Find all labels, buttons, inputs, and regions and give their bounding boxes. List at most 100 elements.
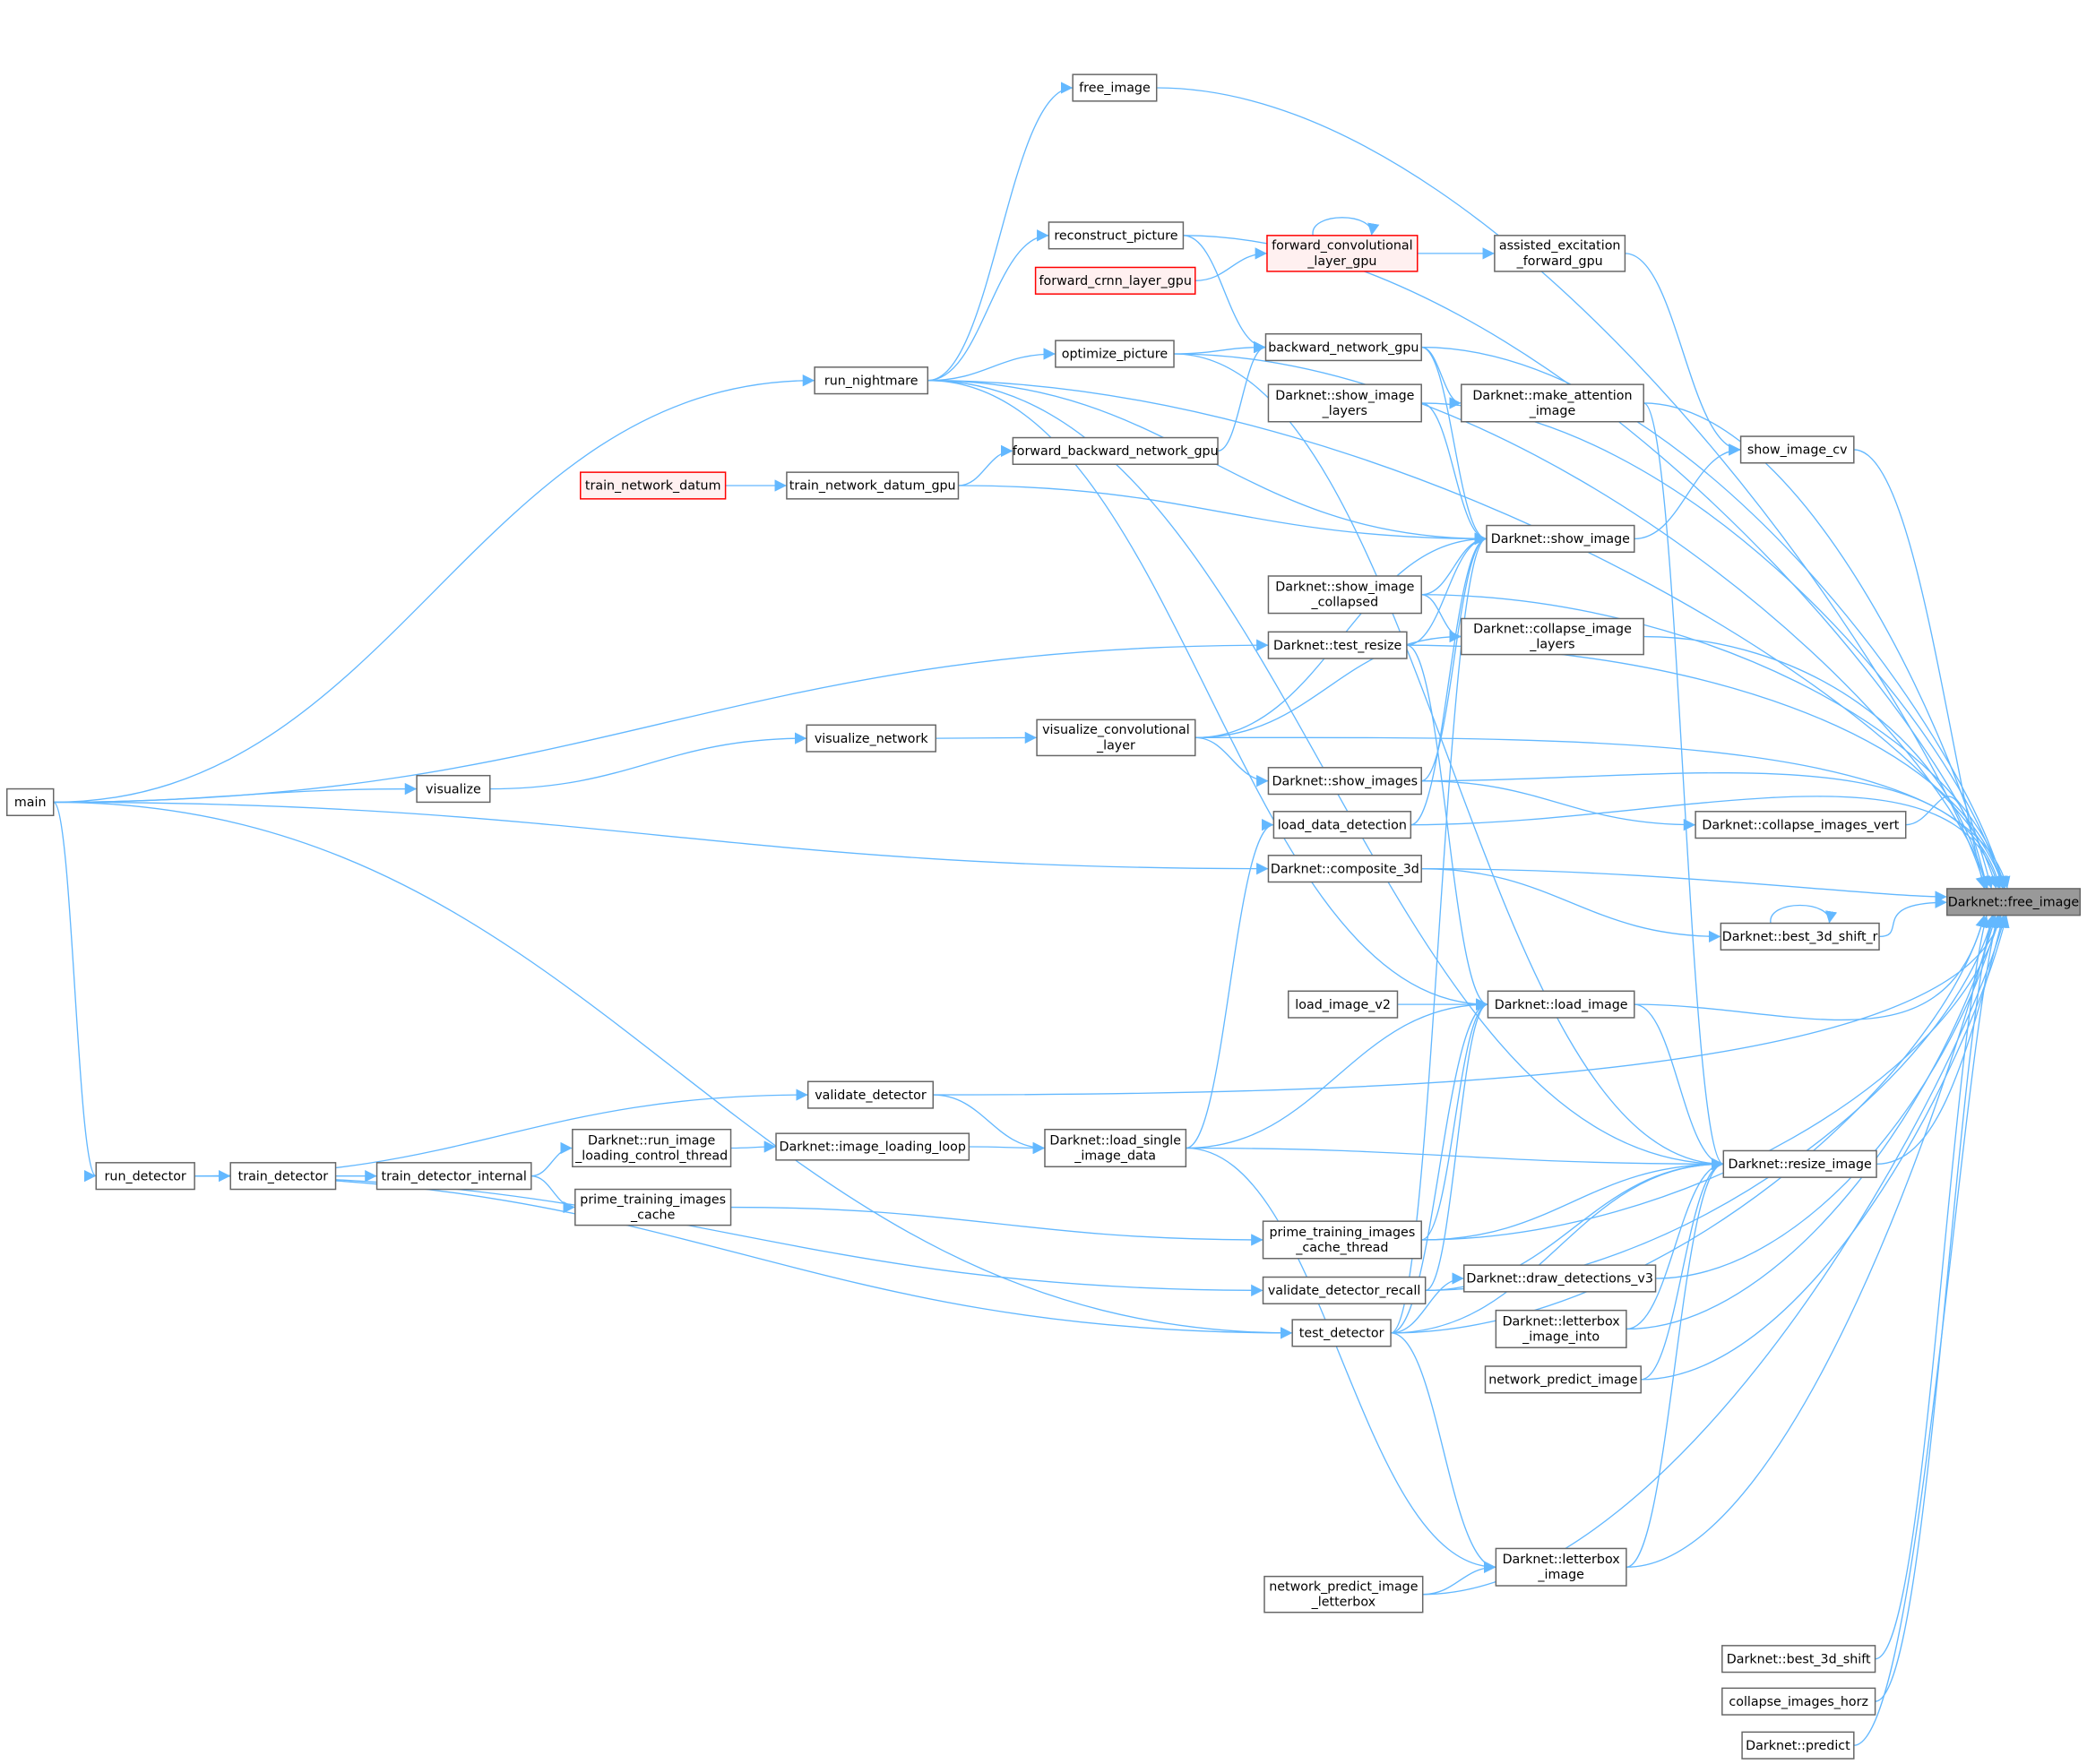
function-node[interactable]: train_network_datum_gpu xyxy=(786,471,960,500)
node-box xyxy=(1267,383,1422,423)
function-node[interactable]: run_detector xyxy=(95,1162,195,1191)
function-node[interactable]: optimize_picture xyxy=(1055,340,1175,368)
node-box xyxy=(1487,990,1635,1019)
function-node[interactable]: load_data_detection xyxy=(1272,811,1412,839)
node-box xyxy=(1262,1220,1422,1260)
function-node[interactable]: Darknet::resize_image xyxy=(1722,1149,1877,1178)
call-edge xyxy=(1421,998,1488,1241)
function-node[interactable]: prime_training_images_cache_thread xyxy=(1262,1220,1422,1260)
function-node[interactable]: forward_crnn_layer_gpu xyxy=(1034,266,1196,295)
function-node[interactable]: test_detector xyxy=(1291,1319,1392,1347)
call-edge xyxy=(927,380,1488,1011)
node-label: run_detector xyxy=(105,1169,186,1183)
node-box xyxy=(1722,1149,1877,1178)
node-label: _layer xyxy=(1096,738,1135,753)
function-node[interactable]: main xyxy=(6,787,55,816)
function-node[interactable]: Darknet::collapse_image_layers xyxy=(1461,617,1644,656)
call-edge xyxy=(1421,779,1696,831)
call-edge xyxy=(1626,1157,1724,1568)
node-label: validate_detector xyxy=(815,1089,927,1103)
node-box xyxy=(1461,383,1644,423)
function-node[interactable]: Darknet::show_image xyxy=(1486,524,1635,553)
function-node[interactable]: validate_detector_recall xyxy=(1262,1276,1427,1304)
function-node[interactable]: Darknet::composite_3d xyxy=(1267,855,1422,883)
function-node[interactable]: network_predict_image xyxy=(1484,1365,1642,1394)
root-node[interactable]: Darknet::free_image xyxy=(1946,888,2081,916)
function-node[interactable]: Darknet::make_attention_image xyxy=(1461,383,1644,423)
function-node[interactable]: validate_detector xyxy=(806,1080,934,1109)
node-label: Darknet::make_attention xyxy=(1472,389,1632,403)
call-edge xyxy=(1186,1147,1496,1573)
function-node[interactable]: show_image_cv xyxy=(1739,435,1855,464)
node-label: Darknet::best_3d_shift xyxy=(1727,1652,1871,1666)
function-node[interactable]: Darknet::letterbox_image_into xyxy=(1495,1309,1627,1348)
call-edge xyxy=(1625,253,1741,456)
call-edge xyxy=(730,1206,1263,1246)
function-node[interactable]: Darknet::show_image_layers xyxy=(1267,383,1422,423)
function-node[interactable]: train_detector_internal xyxy=(375,1162,532,1191)
function-node[interactable]: Darknet::best_3d_shift xyxy=(1721,1645,1876,1674)
function-node[interactable]: Darknet::show_image_collapsed xyxy=(1267,575,1422,615)
function-node[interactable]: forward_backward_network_gpu xyxy=(1012,436,1219,465)
call-edge xyxy=(1422,1561,1496,1596)
function-node[interactable]: train_detector xyxy=(229,1162,337,1191)
function-node[interactable]: visualize_network xyxy=(806,724,936,753)
node-label: Darknet::show_image xyxy=(1491,532,1630,546)
node-label: Darknet::show_image xyxy=(1275,581,1414,595)
function-node[interactable]: backward_network_gpu xyxy=(1264,332,1422,362)
call-edge xyxy=(1421,915,2004,1241)
function-node[interactable]: Darknet::run_image_loading_control_threa… xyxy=(572,1128,732,1168)
node-label: network_predict_image xyxy=(1269,1580,1419,1595)
call-edge xyxy=(969,1141,1045,1155)
node-box xyxy=(1267,855,1422,883)
node-label: _collapsed xyxy=(1311,596,1379,610)
node-label: Darknet::composite_3d xyxy=(1271,862,1419,876)
function-node[interactable]: forward_convolutional_layer_gpu xyxy=(1266,235,1419,272)
node-label: collapse_images_horz xyxy=(1729,1695,1868,1709)
function-node[interactable]: Darknet::load_single_image_data xyxy=(1044,1128,1187,1168)
call-edge xyxy=(1643,402,1995,890)
node-label: load_image_v2 xyxy=(1295,998,1391,1012)
function-node[interactable]: Darknet::show_images xyxy=(1267,767,1422,796)
node-box xyxy=(1055,340,1175,368)
node-label: free_image xyxy=(1079,82,1151,96)
function-node[interactable]: load_image_v2 xyxy=(1287,990,1399,1019)
node-label: prime_training_images xyxy=(580,1192,726,1207)
call-edge xyxy=(927,229,1049,382)
call-edge xyxy=(1194,247,1267,281)
function-node[interactable]: run_nightmare xyxy=(814,366,929,395)
call-edge xyxy=(1391,1157,1724,1334)
node-label: forward_convolutional xyxy=(1272,239,1412,254)
function-node[interactable]: Darknet::collapse_images_vert xyxy=(1695,811,1907,839)
function-node[interactable]: Darknet::predict xyxy=(1741,1731,1855,1760)
function-node[interactable]: visualize_convolutional_layer xyxy=(1036,719,1196,757)
function-node[interactable]: prime_training_images_cache xyxy=(574,1188,732,1226)
function-node[interactable]: collapse_images_horz xyxy=(1721,1687,1876,1716)
function-node[interactable]: train_network_datum xyxy=(580,471,727,500)
node-label: forward_crnn_layer_gpu xyxy=(1039,274,1191,288)
node-box xyxy=(806,1080,934,1109)
call-edge xyxy=(1421,867,1947,903)
function-node[interactable]: reconstruct_picture xyxy=(1048,221,1185,250)
call-edge xyxy=(1421,867,1721,943)
function-node[interactable]: Darknet::best_3d_shift_r xyxy=(1720,922,1880,951)
function-node[interactable]: Darknet::letterbox_image xyxy=(1495,1547,1627,1587)
function-node[interactable]: network_predict_image_letterbox xyxy=(1263,1575,1424,1613)
function-node[interactable]: Darknet::image_loading_loop xyxy=(775,1132,970,1161)
node-box xyxy=(1072,73,1158,102)
function-node[interactable]: Darknet::draw_detections_v3 xyxy=(1462,1264,1657,1293)
call-edge xyxy=(1410,532,1488,826)
function-node[interactable]: Darknet::load_image xyxy=(1487,990,1635,1019)
node-label: Darknet::test_resize xyxy=(1273,639,1401,653)
node-label: _image xyxy=(1529,404,1576,418)
node-box xyxy=(1036,719,1196,757)
node-box xyxy=(416,774,491,804)
function-node[interactable]: assisted_excitation_forward_gpu xyxy=(1494,235,1626,272)
function-node[interactable]: visualize xyxy=(416,774,491,804)
node-label: _layers xyxy=(1529,637,1574,651)
node-box xyxy=(1741,1731,1855,1760)
function-node[interactable]: free_image xyxy=(1072,73,1158,102)
call-edge xyxy=(1421,346,1488,545)
node-label: Darknet::resize_image xyxy=(1729,1157,1872,1172)
function-node[interactable]: Darknet::test_resize xyxy=(1267,631,1408,659)
